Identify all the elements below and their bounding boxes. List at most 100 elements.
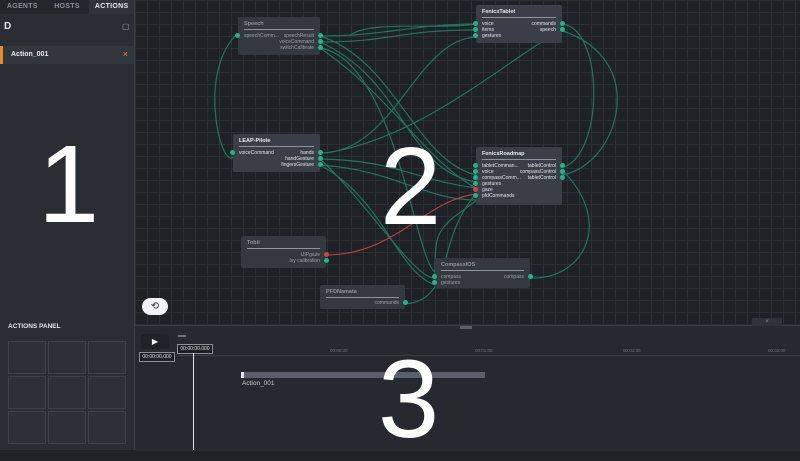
port-label: commands bbox=[531, 21, 556, 27]
node-title: FenicsRoadmap bbox=[482, 151, 525, 157]
action-item-label: Action_001 bbox=[11, 51, 49, 58]
node-tobii[interactable]: Tobii IJIPgaze Ivy calibration bbox=[241, 236, 329, 268]
port-in[interactable] bbox=[230, 150, 235, 155]
node-graph-canvas[interactable]: Speech speechComm... speechResult voiceC… bbox=[135, 0, 800, 325]
port-out[interactable] bbox=[560, 27, 565, 32]
wire bbox=[319, 35, 477, 176]
port-label: switchCalibrate bbox=[280, 45, 314, 51]
panel-slot[interactable] bbox=[8, 411, 46, 444]
node-fenics-roadmap[interactable]: FenicsRoadmap tabletComman... voice comp… bbox=[473, 147, 565, 205]
node-divider bbox=[482, 159, 556, 160]
port-in-gaze[interactable] bbox=[473, 187, 478, 192]
port-label: compass bbox=[441, 274, 462, 280]
port-out[interactable] bbox=[318, 150, 323, 155]
port-label: gestures bbox=[482, 33, 502, 39]
port-out[interactable] bbox=[318, 156, 323, 161]
tab-actions[interactable]: ACTIONS bbox=[89, 0, 135, 14]
node-compass-ios[interactable]: CompassIOS compass gestures compass bbox=[432, 258, 533, 288]
close-icon[interactable]: × bbox=[122, 49, 128, 59]
port-out[interactable] bbox=[560, 175, 565, 180]
panel-slot[interactable] bbox=[48, 341, 86, 374]
port-label: speech bbox=[539, 27, 556, 33]
port-in[interactable] bbox=[432, 274, 437, 279]
panel-slot[interactable] bbox=[8, 341, 46, 374]
port-label: handGesture bbox=[285, 156, 314, 162]
port-out-gaze[interactable] bbox=[324, 252, 329, 257]
port-in[interactable] bbox=[473, 163, 478, 168]
port-label: speechResult bbox=[283, 33, 314, 39]
sidebar-toolbar: D ▢ bbox=[0, 14, 134, 42]
port-in[interactable] bbox=[473, 175, 478, 180]
clip-start-handle[interactable] bbox=[241, 372, 244, 378]
panel-slot[interactable] bbox=[8, 376, 46, 409]
port-label: tabletComman... bbox=[482, 163, 519, 169]
new-file-icon[interactable]: ▢ bbox=[122, 22, 130, 31]
port-label: tabletControl bbox=[527, 175, 556, 181]
node-title: Tobii bbox=[247, 240, 260, 246]
port-in[interactable] bbox=[235, 33, 240, 38]
port-out[interactable] bbox=[318, 33, 323, 38]
annotation-number: 2 bbox=[380, 125, 442, 248]
port-label: fingersGesture bbox=[281, 162, 314, 168]
wire bbox=[319, 47, 436, 273]
tab-agents[interactable]: AGENTS bbox=[6, 3, 38, 10]
port-in[interactable] bbox=[473, 181, 478, 186]
node-title: LEAP-Pilote bbox=[239, 138, 271, 144]
node-fenics-tablet[interactable]: FenicsTablet voice items gestures comman… bbox=[473, 5, 565, 43]
port-in[interactable] bbox=[473, 169, 478, 174]
port-in[interactable] bbox=[473, 21, 478, 26]
panel-slot[interactable] bbox=[88, 411, 126, 444]
node-speech[interactable]: Speech speechComm... speechResult voiceC… bbox=[235, 17, 323, 55]
node-leap-pilote[interactable]: LEAP-Pilote voiceCommand hands handGestu… bbox=[230, 134, 323, 172]
node-divider bbox=[244, 29, 314, 30]
port-label: compassComm... bbox=[482, 175, 521, 181]
port-label: voiceCommand bbox=[279, 39, 314, 45]
ruler-tick: 00:00:30 bbox=[330, 348, 348, 353]
panel-slot[interactable] bbox=[88, 341, 126, 374]
loop-icon[interactable]: ⟲ bbox=[142, 298, 168, 315]
playhead-time[interactable]: 00:00:00.000 bbox=[177, 344, 213, 354]
port-in[interactable] bbox=[473, 33, 478, 38]
wire bbox=[319, 23, 477, 37]
port-out[interactable] bbox=[560, 21, 565, 26]
node-pfd-namata[interactable]: PFDNamata commands bbox=[320, 285, 408, 309]
port-in[interactable] bbox=[432, 280, 437, 285]
timeline-ruler[interactable]: 00:00:30 00:01:00 00:01:30 00:02:00 bbox=[178, 343, 800, 356]
port-label: gestures bbox=[482, 181, 502, 187]
panel-slot[interactable] bbox=[48, 376, 86, 409]
port-label: commands bbox=[374, 300, 399, 306]
wire bbox=[349, 23, 477, 37]
port-in[interactable] bbox=[473, 27, 478, 32]
port-out[interactable] bbox=[318, 45, 323, 50]
panel-resize-handle[interactable] bbox=[460, 326, 472, 329]
actions-panel-grid bbox=[8, 341, 126, 444]
port-in[interactable] bbox=[473, 193, 478, 198]
port-out[interactable] bbox=[318, 39, 323, 44]
clip-label: Action_001 bbox=[242, 380, 275, 387]
play-button[interactable]: ▶ bbox=[141, 334, 169, 349]
port-label: gestures bbox=[441, 280, 461, 286]
node-divider bbox=[326, 297, 399, 298]
panel-slot[interactable] bbox=[88, 376, 126, 409]
tab-hosts[interactable]: HOSTS bbox=[54, 3, 80, 10]
port-out[interactable] bbox=[324, 258, 329, 263]
port-label: pfdCommands bbox=[482, 193, 515, 199]
port-out[interactable] bbox=[560, 169, 565, 174]
port-out[interactable] bbox=[403, 300, 408, 305]
ruler-tick: 00:01:30 bbox=[623, 348, 641, 353]
port-label: Ivy calibration bbox=[289, 258, 320, 264]
playhead[interactable] bbox=[193, 353, 194, 450]
panel-slot[interactable] bbox=[48, 411, 86, 444]
wire bbox=[214, 35, 236, 159]
wire bbox=[319, 158, 477, 189]
list-item[interactable]: Action_001 × bbox=[0, 46, 134, 64]
port-out[interactable] bbox=[528, 274, 533, 279]
port-out[interactable] bbox=[560, 163, 565, 168]
port-out[interactable] bbox=[318, 162, 323, 167]
node-title: Speech bbox=[244, 21, 264, 27]
actions-panel-title: ACTIONS PANEL bbox=[8, 323, 61, 330]
timeline-close-icon[interactable]: × bbox=[752, 318, 782, 326]
timeline-scroll-indicator[interactable] bbox=[178, 335, 186, 337]
timeline-clip[interactable] bbox=[241, 372, 485, 378]
node-divider bbox=[482, 17, 556, 18]
